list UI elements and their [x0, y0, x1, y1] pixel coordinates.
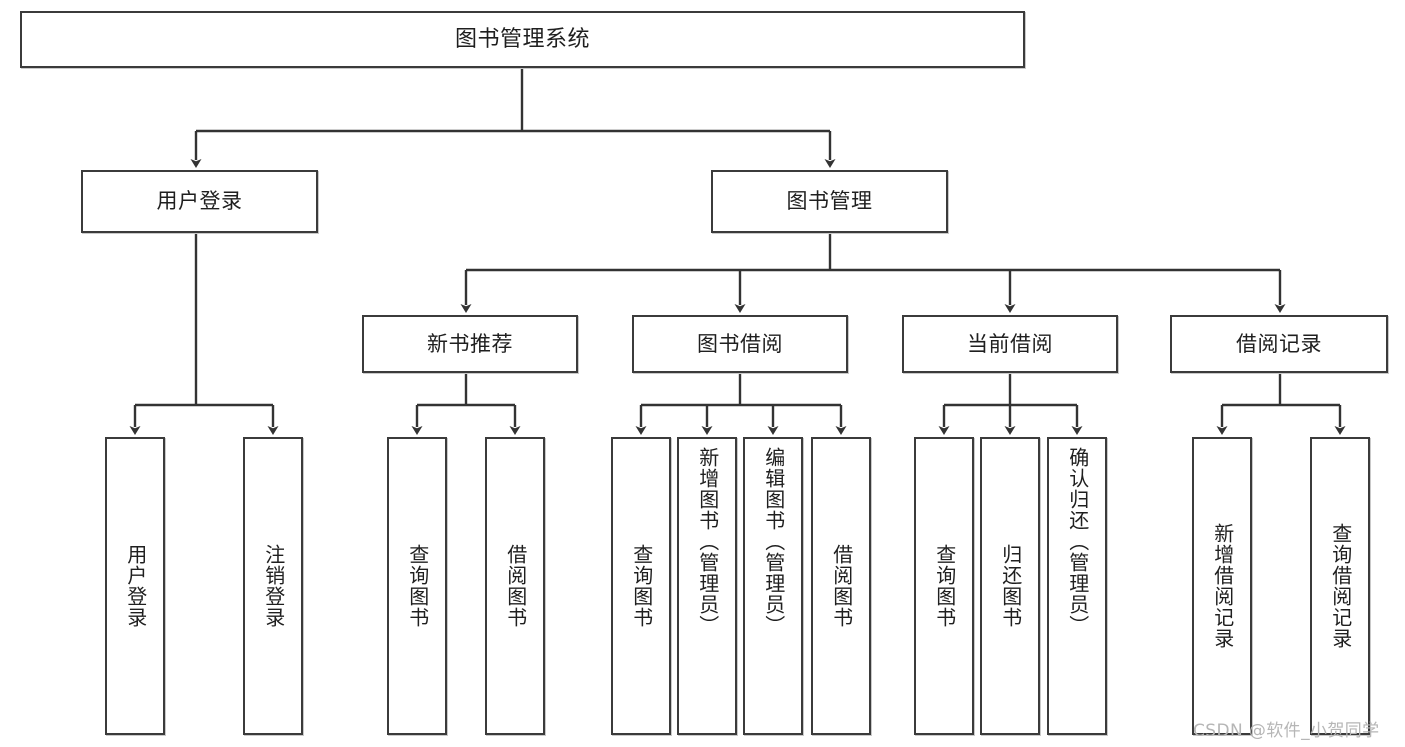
node-current-borrow[interactable]: 当前借阅	[902, 315, 1118, 373]
leaf-current-return-book[interactable]: 归还图书	[980, 437, 1040, 735]
node-label: 图书管理系统	[454, 26, 590, 52]
node-label: 当前借阅	[967, 331, 1053, 356]
leaf-user-logout[interactable]: 注销登录	[243, 437, 303, 735]
leaf-recommend-query-book[interactable]: 查询图书	[387, 437, 447, 735]
leaf-current-query-book[interactable]: 查询图书	[914, 437, 974, 735]
node-label: 查询图书	[932, 544, 957, 628]
node-user-login[interactable]: 用户登录	[81, 170, 318, 233]
node-label: 查询图书	[629, 544, 654, 628]
node-label: 新增借阅记录	[1210, 523, 1235, 649]
node-label: 用户登录	[156, 189, 243, 214]
leaf-current-confirm-return-admin[interactable]: 确认归还（管理员）	[1047, 437, 1107, 735]
node-book-management[interactable]: 图书管理	[711, 170, 948, 233]
node-label: 确认归还（管理员）	[1065, 447, 1090, 636]
node-label: 编辑图书（管理员）	[761, 447, 786, 636]
node-root-system[interactable]: 图书管理系统	[20, 11, 1025, 68]
node-label: 图书管理	[786, 189, 873, 214]
node-label: 借阅记录	[1236, 331, 1322, 356]
node-label: 借阅图书	[503, 544, 528, 628]
node-new-book-recommend[interactable]: 新书推荐	[362, 315, 578, 373]
leaf-borrow-query-book[interactable]: 查询图书	[611, 437, 671, 735]
leaf-recommend-borrow-book[interactable]: 借阅图书	[485, 437, 545, 735]
leaf-borrow-add-book-admin[interactable]: 新增图书（管理员）	[677, 437, 737, 735]
node-book-borrow[interactable]: 图书借阅	[632, 315, 848, 373]
node-label: 注销登录	[261, 544, 286, 628]
leaf-record-query-record[interactable]: 查询借阅记录	[1310, 437, 1370, 735]
node-label: 归还图书	[998, 544, 1023, 628]
leaf-user-login[interactable]: 用户登录	[105, 437, 165, 735]
node-label: 新书推荐	[427, 331, 513, 356]
node-label: 借阅图书	[829, 544, 854, 628]
node-label: 用户登录	[123, 544, 148, 628]
leaf-borrow-borrow-book[interactable]: 借阅图书	[811, 437, 871, 735]
leaf-record-add-record[interactable]: 新增借阅记录	[1192, 437, 1252, 735]
node-label: 查询借阅记录	[1328, 523, 1353, 649]
leaf-borrow-edit-book-admin[interactable]: 编辑图书（管理员）	[743, 437, 803, 735]
csdn-watermark: CSDN @软件_小贺同学	[1193, 721, 1380, 741]
node-label: 图书借阅	[697, 331, 783, 356]
node-borrow-record[interactable]: 借阅记录	[1170, 315, 1388, 373]
node-label: 新增图书（管理员）	[695, 447, 720, 636]
node-label: 查询图书	[405, 544, 430, 628]
